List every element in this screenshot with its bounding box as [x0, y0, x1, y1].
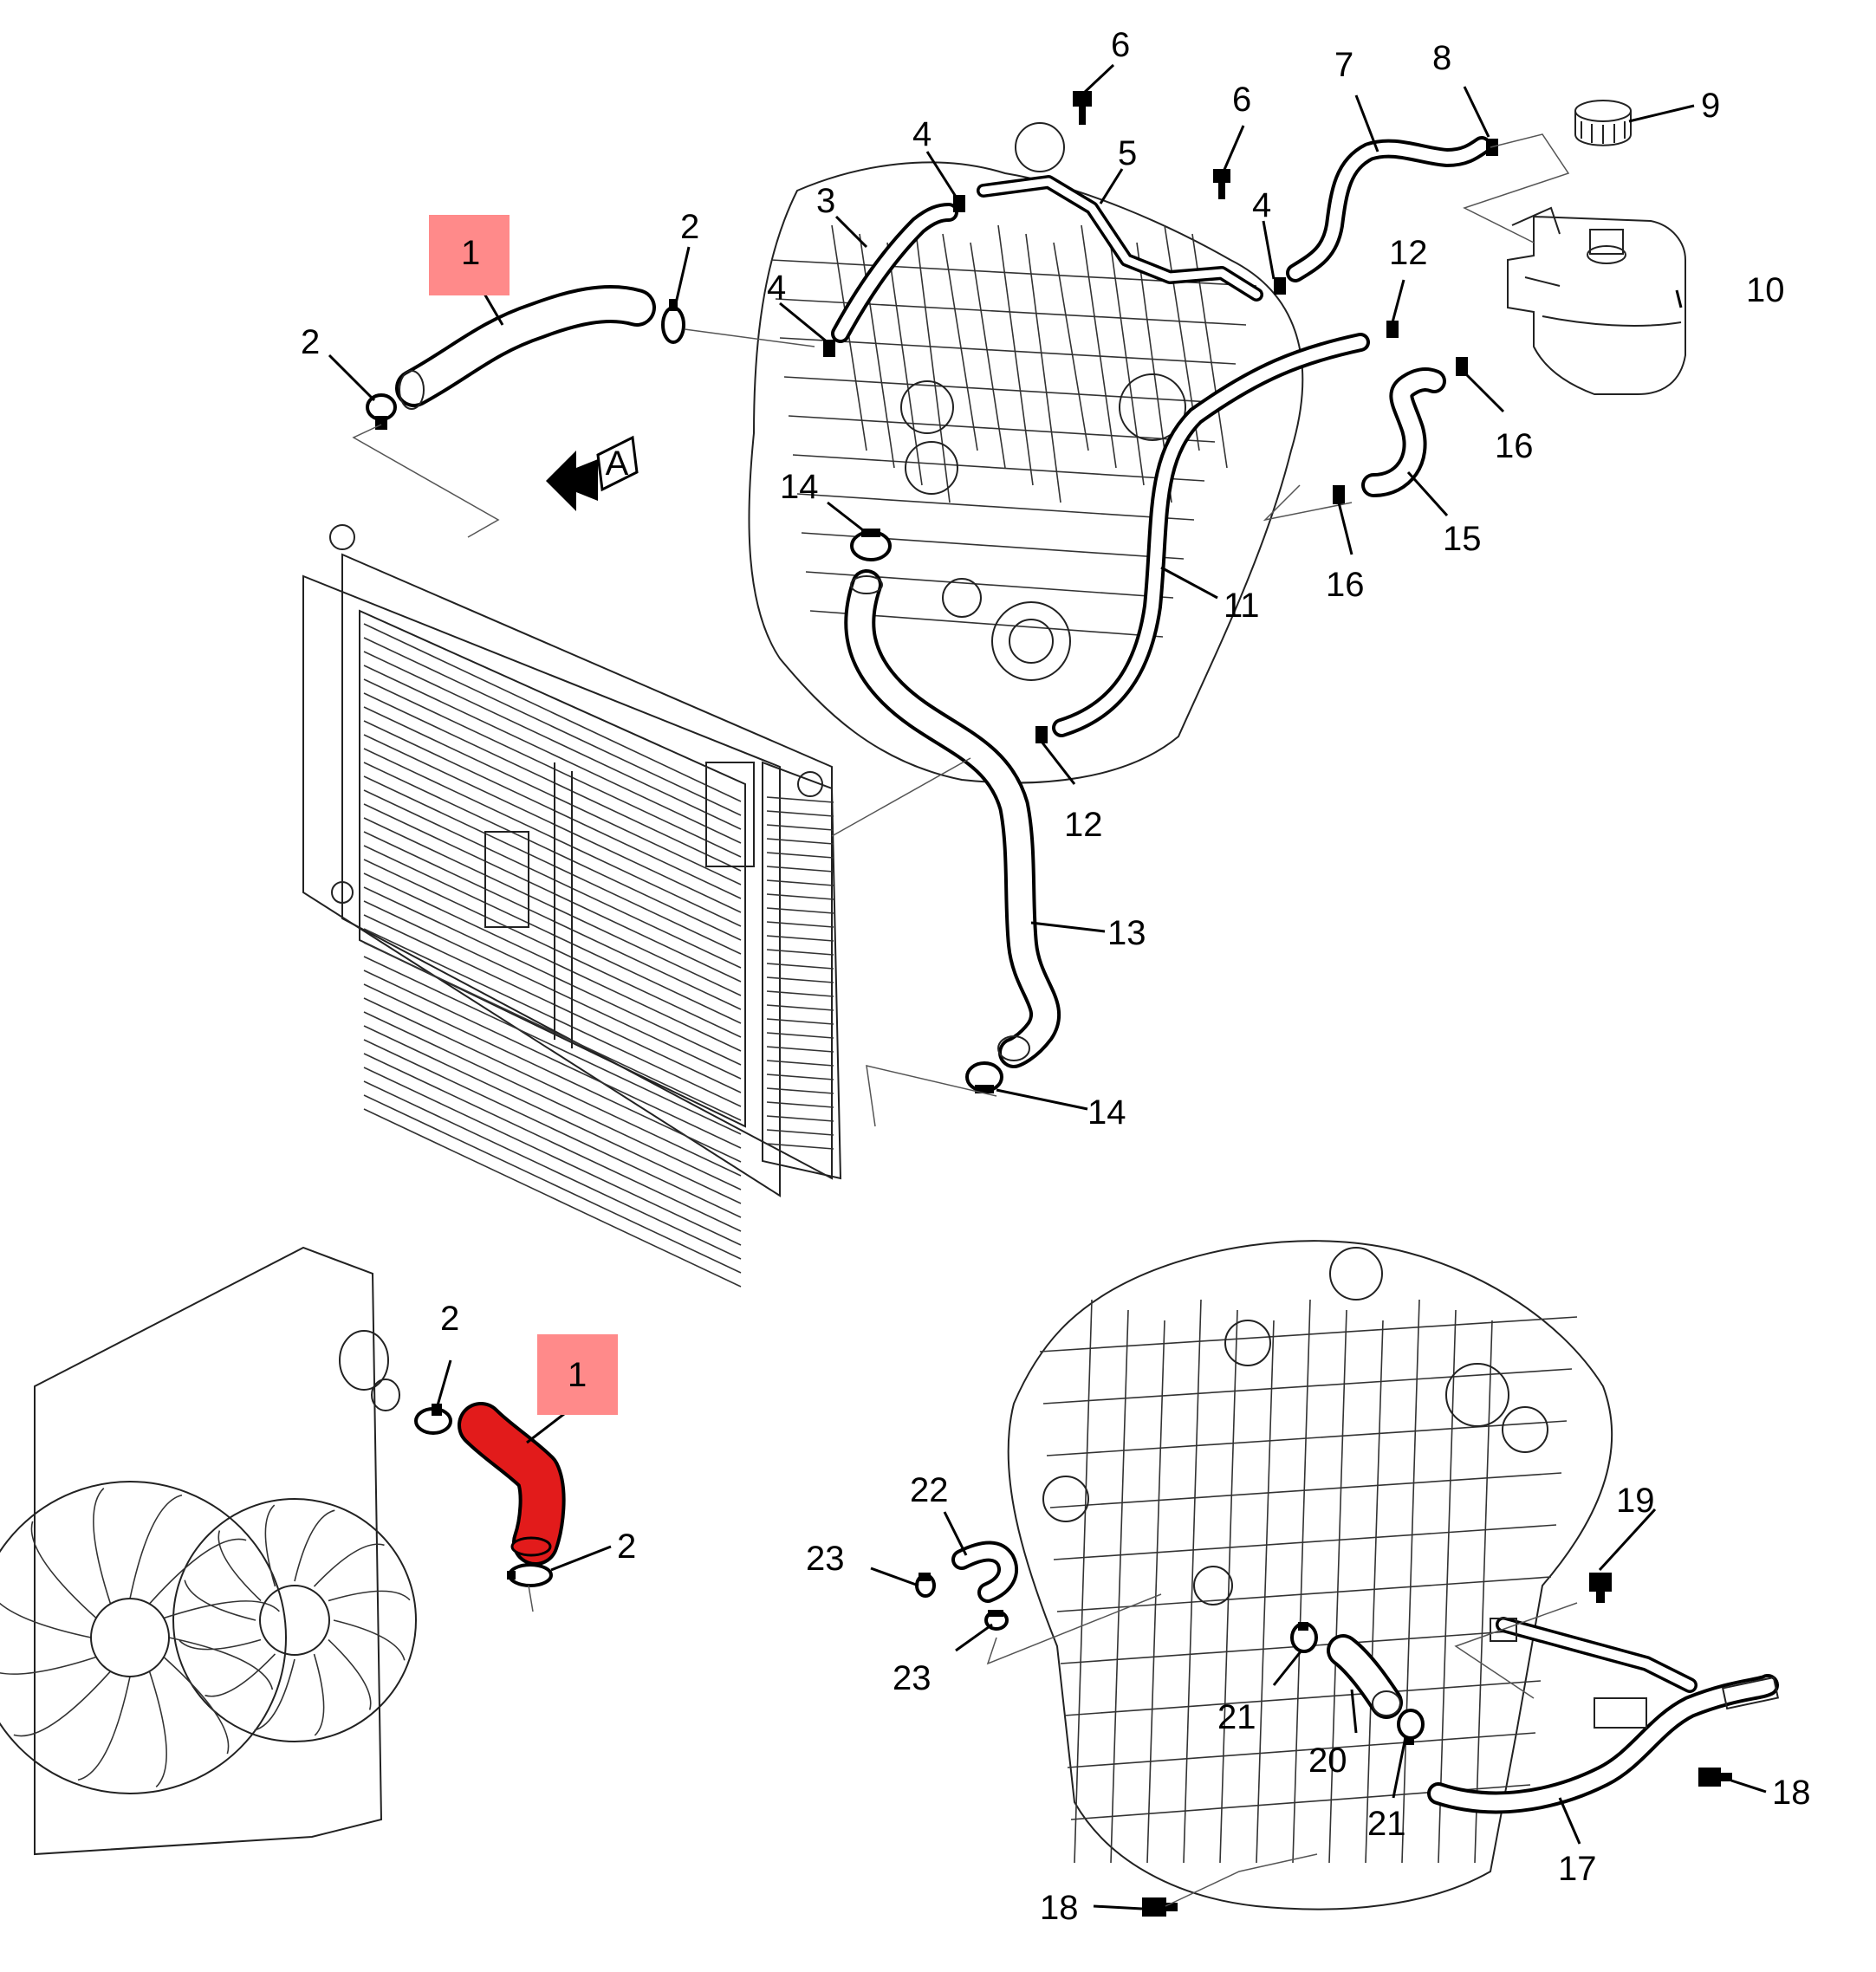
leader-lines [352, 133, 1578, 1907]
hose-15 [1361, 367, 1446, 497]
clamp-14-lower [965, 1061, 1003, 1093]
callout-23-lower: 23 [893, 1659, 932, 1697]
clamp-4-left [823, 340, 835, 357]
callout-12-lower: 12 [1064, 806, 1103, 844]
callout-5: 5 [1118, 134, 1137, 172]
callout-10: 10 [1746, 271, 1785, 309]
hose-3 [831, 203, 958, 343]
callout-22: 22 [910, 1471, 949, 1509]
clamp-16-lower [1333, 485, 1345, 504]
reservoir-cap [1574, 100, 1632, 146]
view-a-marker: A [546, 435, 639, 511]
hose-22 [951, 1541, 1018, 1603]
clamp-2-bottom-lower [507, 1563, 553, 1587]
engine-top-view [748, 122, 1304, 784]
callout-4-right: 4 [1252, 186, 1271, 224]
clamp-2-bottom-upper [414, 1404, 452, 1435]
hose-20 [1327, 1634, 1403, 1719]
clamp-21-right [1397, 1709, 1425, 1745]
arrow-left-icon [546, 451, 598, 511]
bolt-18-right [1698, 1768, 1732, 1787]
callout-2-bottom-lower: 2 [617, 1528, 636, 1566]
callout-labels: 1 2 2 3 4 4 4 5 6 6 7 8 9 10 11 12 12 13… [301, 26, 1811, 1927]
engine-bottom-view [1007, 1240, 1613, 1910]
clamp-2-top-left [366, 393, 397, 430]
callout-leaders [328, 63, 1767, 1910]
clamp-12-upper [1386, 321, 1399, 338]
callout-14-upper: 14 [780, 468, 819, 506]
hose-11 [1052, 333, 1370, 737]
view-a-letter: A [606, 444, 629, 483]
callout-21-right: 21 [1367, 1805, 1406, 1843]
callout-9: 9 [1701, 87, 1720, 125]
hose-13 [844, 569, 1061, 1068]
callout-6-b: 6 [1232, 81, 1251, 119]
upper-radiator-hose [395, 284, 656, 410]
callout-7: 7 [1334, 46, 1353, 84]
clamp-14-upper [850, 529, 892, 561]
callout-1-bottom: 1 [568, 1356, 587, 1394]
pipe-17 [1427, 1617, 1780, 1814]
clamp-12-lower [1035, 726, 1048, 743]
clamp-23-upper [915, 1573, 936, 1598]
callout-8: 8 [1432, 39, 1451, 77]
callout-18-bottom: 18 [1040, 1889, 1079, 1927]
callout-2-top-right: 2 [680, 208, 699, 246]
callout-13: 13 [1107, 914, 1146, 952]
callout-16-lower: 16 [1326, 566, 1365, 604]
bolt-19 [1589, 1573, 1612, 1603]
callout-11: 11 [1224, 587, 1260, 625]
callout-2-bottom-upper: 2 [440, 1300, 459, 1338]
clamp-21-left [1290, 1622, 1318, 1653]
upper-radiator-hose-highlighted [458, 1402, 566, 1566]
callout-4-left: 4 [767, 269, 786, 307]
callout-1-top: 1 [461, 234, 480, 272]
radiator-assembly [302, 524, 842, 1288]
hose-7 [1286, 136, 1491, 282]
callout-2-top-left: 2 [301, 323, 320, 361]
callout-3: 3 [816, 182, 835, 220]
fan-shroud-assembly [0, 1246, 417, 1856]
callout-21-left: 21 [1217, 1698, 1256, 1736]
pipe-5 [977, 175, 1263, 302]
callout-14-lower: 14 [1087, 1093, 1126, 1132]
callout-1-top-highlight [429, 215, 510, 295]
callout-20: 20 [1308, 1742, 1347, 1780]
callout-17: 17 [1558, 1850, 1597, 1888]
callout-1-bottom-highlight [537, 1334, 618, 1415]
callout-15: 15 [1443, 520, 1482, 558]
callout-18-right: 18 [1772, 1774, 1811, 1812]
callout-6-a: 6 [1111, 26, 1130, 64]
callout-19: 19 [1616, 1482, 1655, 1520]
clamp-2-top-right [661, 299, 685, 344]
bolt-6-b [1213, 169, 1230, 199]
clamp-16-upper [1456, 357, 1468, 376]
bolt-18-bottom [1142, 1897, 1178, 1917]
callout-23-upper: 23 [806, 1540, 845, 1578]
callout-16-upper: 16 [1495, 427, 1534, 465]
coolant-reservoir [1507, 206, 1686, 395]
bolt-6-a [1073, 91, 1092, 125]
callout-4-upper: 4 [912, 115, 932, 153]
clamp-4-right [1274, 277, 1286, 295]
callout-12-upper: 12 [1389, 234, 1428, 272]
